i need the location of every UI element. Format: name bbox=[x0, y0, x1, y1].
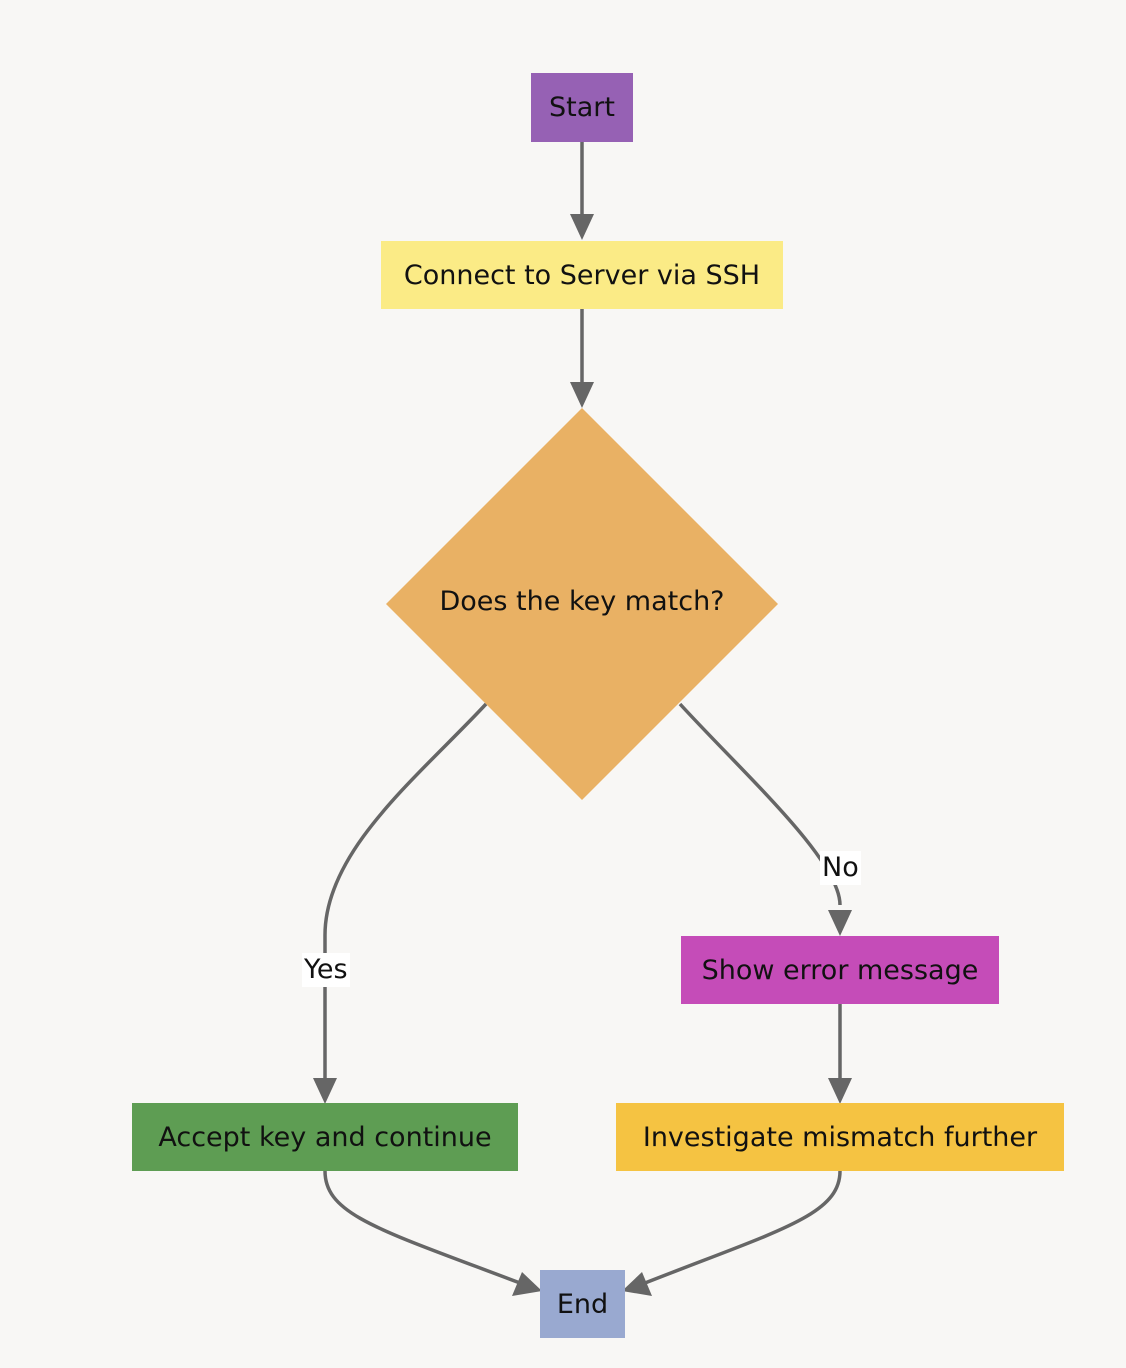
node-end-label: End bbox=[556, 1288, 609, 1320]
node-start: Start bbox=[531, 73, 633, 142]
node-connect: Connect to Server via SSH bbox=[381, 241, 783, 309]
edge-decision-error bbox=[678, 702, 852, 936]
node-accept-label: Accept key and continue bbox=[158, 1121, 492, 1153]
edge-label-no: No bbox=[820, 851, 861, 885]
node-end: End bbox=[540, 1270, 625, 1338]
edge-connect-decision bbox=[570, 309, 594, 408]
node-investigate-label: Investigate mismatch further bbox=[642, 1121, 1038, 1153]
edge-label-yes: Yes bbox=[302, 953, 350, 987]
decision-diamond-shape bbox=[386, 408, 778, 800]
node-error: Show error message bbox=[681, 936, 999, 1004]
node-investigate: Investigate mismatch further bbox=[616, 1103, 1064, 1171]
node-connect-label: Connect to Server via SSH bbox=[403, 259, 761, 291]
edge-start-connect bbox=[570, 142, 594, 240]
node-decision-label: Does the key match? bbox=[439, 586, 725, 617]
node-start-label: Start bbox=[549, 92, 615, 123]
node-accept: Accept key and continue bbox=[132, 1103, 518, 1171]
edge-accept-end bbox=[323, 1170, 542, 1296]
edge-decision-accept bbox=[313, 702, 488, 1104]
edge-error-investigate bbox=[828, 1004, 852, 1104]
edge-investigate-end bbox=[622, 1170, 842, 1296]
node-error-label: Show error message bbox=[701, 954, 979, 986]
